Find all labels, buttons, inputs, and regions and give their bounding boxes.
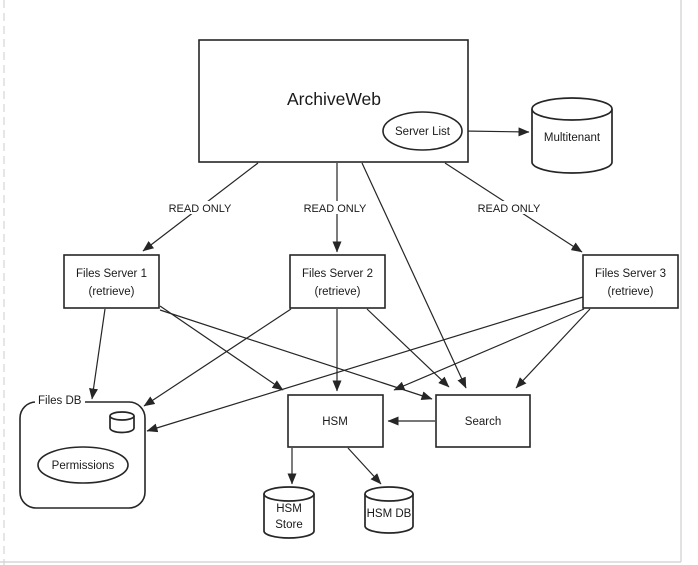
node-hsm: HSM bbox=[287, 394, 384, 448]
permissions-ellipse bbox=[37, 446, 129, 484]
search-label: Search bbox=[465, 416, 501, 428]
files-server-3-box bbox=[582, 254, 679, 309]
hsm-db-cylinder-top bbox=[364, 486, 414, 502]
multitenant-label: Multitenant bbox=[544, 132, 601, 144]
read-only-label-bg bbox=[302, 201, 368, 214]
hsm-store-cylinder-top bbox=[263, 486, 315, 502]
files-server-1-sublabel: (retrieve) bbox=[88, 286, 134, 298]
arrow-files-server-3-to-files-db bbox=[146, 296, 584, 433]
search-box bbox=[435, 394, 531, 448]
files-server-1-label: Files Server 1 bbox=[76, 268, 147, 280]
node-files-db: Files DB Permissions bbox=[19, 394, 146, 509]
node-hsm-store: HSM Store bbox=[263, 486, 315, 539]
read-only-label-bg bbox=[476, 201, 542, 214]
arrow-files-server-1-to-files-db bbox=[89, 308, 106, 400]
read-only-label-2: READ ONLY bbox=[304, 203, 367, 215]
node-search: Search bbox=[435, 394, 531, 448]
arrow-server-list-to-multitenant bbox=[462, 127, 530, 137]
arrow-files-server-1-to-search bbox=[159, 309, 433, 401]
files-server-3-label: Files Server 3 bbox=[595, 268, 666, 280]
arrow-archiveweb-to-search bbox=[361, 162, 467, 389]
files-db-label-bg bbox=[35, 394, 85, 407]
files-server-3-sublabel: (retrieve) bbox=[607, 286, 653, 298]
edge-labels: READ ONLY READ ONLY READ ONLY bbox=[167, 201, 542, 215]
files-server-2-box bbox=[289, 254, 386, 309]
read-only-label-bg bbox=[167, 201, 233, 214]
hsm-store-database-cylinder bbox=[263, 494, 315, 539]
node-multitenant: Multitenant bbox=[531, 97, 613, 174]
node-files-server-3: Files Server 3 (retrieve) bbox=[582, 254, 679, 309]
files-server-2-sublabel: (retrieve) bbox=[314, 286, 360, 298]
archiveweb-label: ArchiveWeb bbox=[287, 89, 381, 109]
hsm-store-sublabel: Store bbox=[275, 519, 303, 531]
node-files-server-2: Files Server 2 (retrieve) bbox=[289, 254, 386, 309]
hsm-box bbox=[287, 394, 384, 448]
files-db-mini-database-icon-top bbox=[109, 411, 135, 421]
server-list-label: Server List bbox=[395, 126, 451, 138]
multitenant-database-cylinder bbox=[531, 109, 613, 174]
multitenant-cylinder-top bbox=[531, 97, 613, 121]
arrow-files-server-3-to-search bbox=[515, 308, 591, 389]
node-files-server-1: Files Server 1 (retrieve) bbox=[63, 254, 160, 309]
hsm-label: HSM bbox=[322, 416, 348, 428]
server-list-ellipse bbox=[382, 111, 463, 151]
arrow-files-server-2-to-search bbox=[366, 308, 450, 388]
hsm-store-label: HSM bbox=[276, 503, 302, 515]
read-only-label-1: READ ONLY bbox=[169, 203, 232, 215]
node-hsm-db: HSM DB bbox=[364, 486, 414, 534]
hsm-db-database-cylinder bbox=[364, 494, 414, 534]
files-db-label: Files DB bbox=[38, 395, 82, 407]
read-only-label-3: READ ONLY bbox=[478, 203, 541, 215]
node-archiveweb: ArchiveWeb Server List bbox=[198, 39, 469, 163]
hsm-db-label: HSM DB bbox=[367, 508, 412, 520]
files-server-1-box bbox=[63, 254, 160, 309]
files-server-2-label: Files Server 2 bbox=[302, 268, 373, 280]
arrow-files-server-3-to-hsm bbox=[393, 308, 585, 391]
arrow-hsm-to-hsm-db bbox=[347, 447, 382, 485]
permissions-label: Permissions bbox=[52, 460, 115, 472]
arrow-files-server-1-to-hsm bbox=[159, 305, 284, 391]
arrow-files-server-2-to-files-db bbox=[143, 308, 292, 407]
